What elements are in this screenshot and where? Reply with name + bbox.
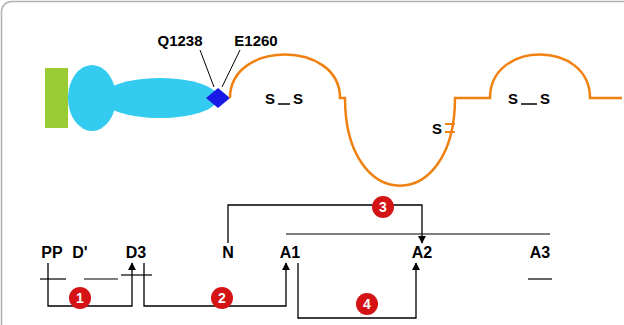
region-bar [286,233,550,234]
domain-label: A1 [278,243,302,263]
cleavage-diamond [206,88,230,108]
disulfide-label: S [293,90,303,107]
domain-name: A3 [530,244,550,262]
domain-name: N [222,244,234,262]
residue-label: E1260 [234,32,277,49]
callout-number: 1 [69,287,91,309]
callout-number: 2 [211,287,233,309]
callout-number: 4 [356,293,378,315]
domain-label: A3 [528,243,552,263]
leader-line [200,50,214,87]
bond-dash [278,103,290,105]
bond-dash [521,103,537,105]
cyan-domain [102,78,218,118]
green-domain [45,68,68,128]
domain-label: A2 [410,243,434,263]
disulfide-label: S [432,120,442,137]
disulfide-label: S [265,90,275,107]
domain-name: D3 [126,244,146,262]
disulfide-stub [445,124,455,132]
domain-label: D' [70,243,89,263]
residue-label: Q1238 [157,32,202,49]
domain-name: PP [41,244,62,262]
domain-bar [121,274,152,275]
disulfide-label: S [508,90,518,107]
disulfide-label: S [540,90,550,107]
leader-line [222,50,240,87]
domain-label: D3 [124,243,148,263]
domain-bar [40,278,66,279]
domain-label: N [220,243,236,263]
domain-label: PP [39,243,64,263]
domain-name: A1 [280,244,300,262]
domain-name: D' [72,244,87,262]
callout-number: 3 [372,196,394,218]
domain-bar [84,278,118,279]
domain-name: A2 [412,244,432,262]
domain-bar [528,278,552,279]
chain-loop [230,55,622,186]
interaction-connector [298,263,416,318]
